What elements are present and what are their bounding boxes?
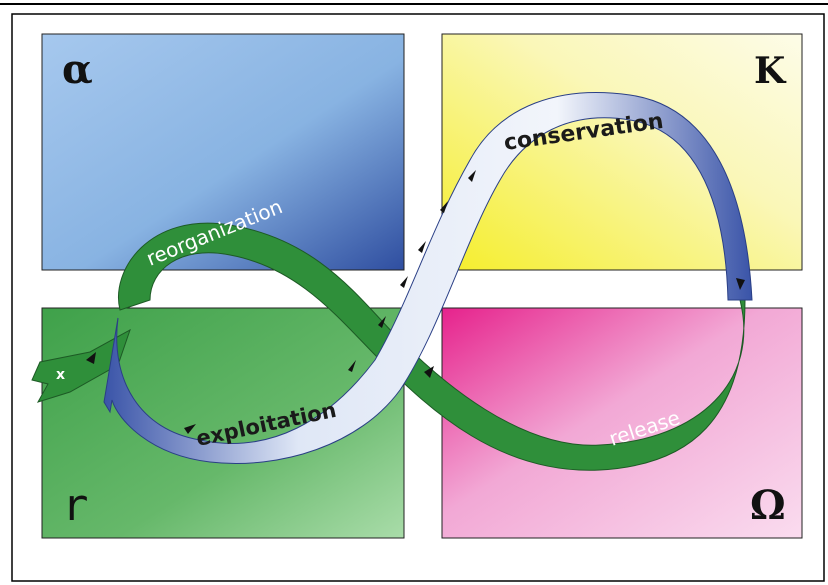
outer-border	[11, 13, 825, 582]
flow-arrows	[86, 170, 745, 434]
blue-band	[103, 92, 753, 464]
alpha-label: α	[62, 46, 93, 93]
omega-label: Ω	[750, 482, 786, 529]
exit-tail	[31, 328, 131, 403]
k-label: K	[754, 50, 786, 92]
r-label: r	[62, 480, 89, 531]
green-band	[118, 222, 746, 471]
exit-label: x	[56, 367, 65, 383]
